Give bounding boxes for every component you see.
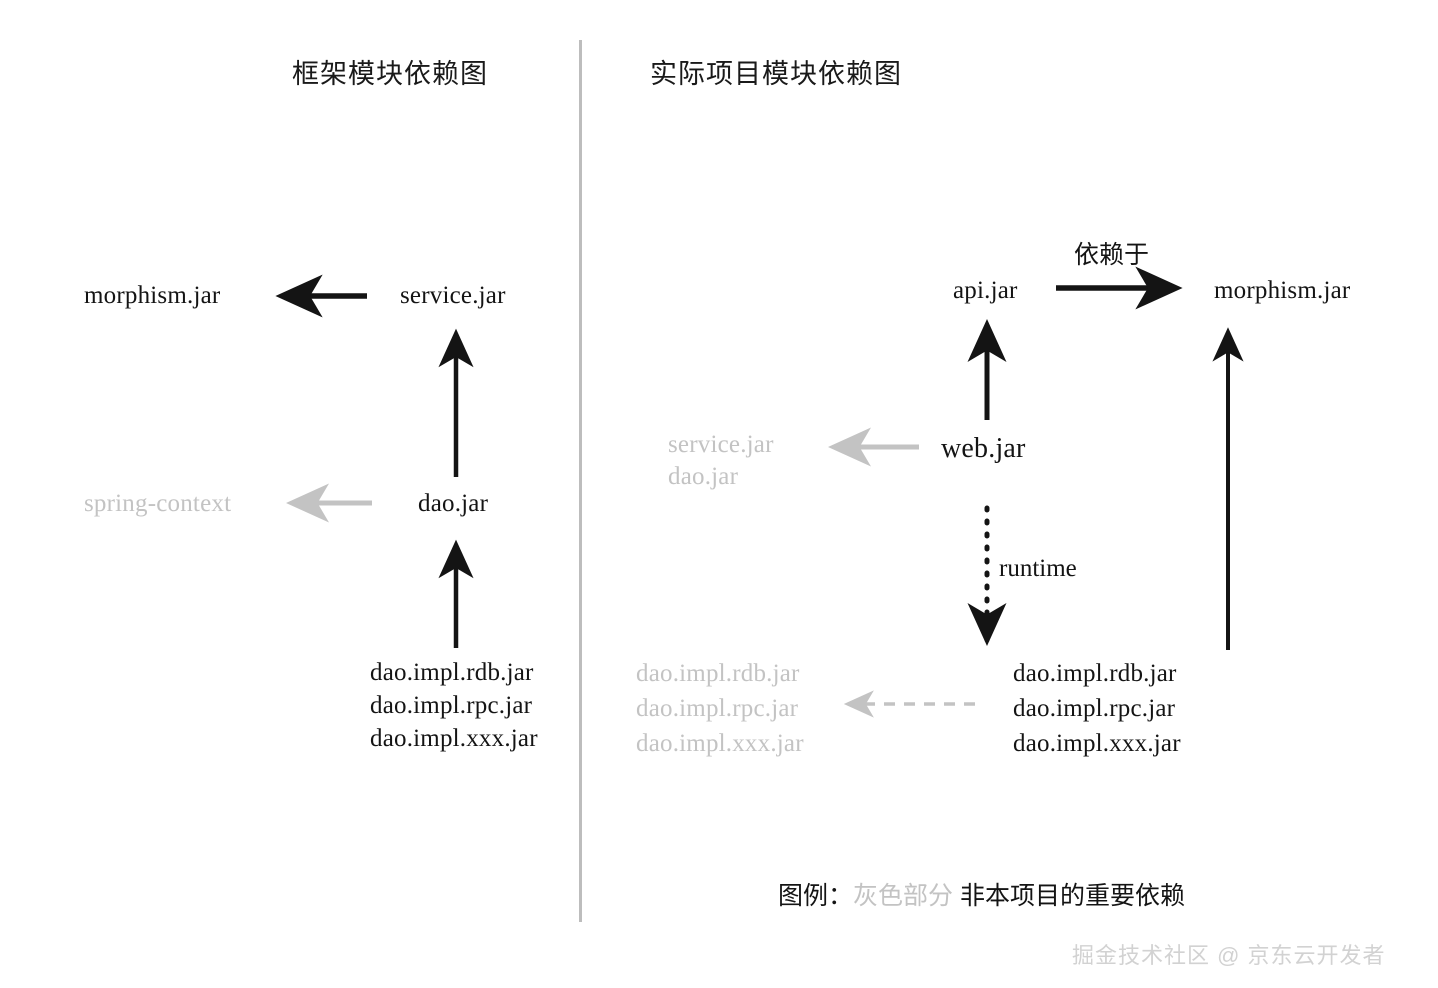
node-web-jar: web.jar xyxy=(941,433,1026,464)
node-spring-context-left: spring-context xyxy=(84,490,232,517)
node-dao-impl-xxx-right: dao.impl.xxx.jar xyxy=(1013,730,1181,757)
node-gray-dao-impl-rdb: dao.impl.rdb.jar xyxy=(636,660,800,687)
node-gray-service-jar: service.jar xyxy=(668,431,774,458)
node-dao-impl-group-left: dao.impl.rdb.jar dao.impl.rpc.jar dao.im… xyxy=(370,656,538,755)
node-dao-impl-rdb-left: dao.impl.rdb.jar xyxy=(370,659,534,686)
node-dao-impl-rpc-left: dao.impl.rpc.jar xyxy=(370,692,533,719)
node-morphism-jar-right: morphism.jar xyxy=(1214,277,1351,304)
node-api-jar: api.jar xyxy=(953,277,1018,304)
node-gray-dao-jar: dao.jar xyxy=(668,463,739,490)
node-dao-jar-left: dao.jar xyxy=(418,490,489,517)
node-dao-impl-xxx-left: dao.impl.xxx.jar xyxy=(370,725,538,752)
node-dao-impl-rpc-right: dao.impl.rpc.jar xyxy=(1013,695,1176,722)
node-gray-dao-impl-rpc: dao.impl.rpc.jar xyxy=(636,695,799,722)
panel-divider xyxy=(579,40,582,922)
legend-description: 非本项目的重要依赖 xyxy=(953,882,1185,910)
node-gray-dao-impl-xxx: dao.impl.xxx.jar xyxy=(636,730,804,757)
left-panel-title: 框架模块依赖图 xyxy=(292,59,488,89)
watermark: 掘金技术社区 @ 京东云开发者 xyxy=(1072,943,1386,968)
node-gray-dao-impl-group: dao.impl.rdb.jar dao.impl.rpc.jar dao.im… xyxy=(636,656,804,761)
legend-prefix: 图例： xyxy=(778,882,854,910)
legend: 图例：灰色部分 非本项目的重要依赖 xyxy=(778,876,1185,912)
node-service-jar-left: service.jar xyxy=(400,282,506,309)
node-morphism-jar-left: morphism.jar xyxy=(84,282,221,309)
node-dao-impl-group-right: dao.impl.rdb.jar dao.impl.rpc.jar dao.im… xyxy=(1013,656,1181,761)
legend-gray-term: 灰色部分 xyxy=(853,882,954,910)
edge-label-runtime: runtime xyxy=(999,555,1077,582)
node-dao-impl-rdb-right: dao.impl.rdb.jar xyxy=(1013,660,1177,687)
edge-label-depends-on: 依赖于 xyxy=(1074,241,1150,269)
node-gray-service-dao-group: service.jar dao.jar xyxy=(668,429,774,493)
right-panel-title: 实际项目模块依赖图 xyxy=(650,59,902,89)
